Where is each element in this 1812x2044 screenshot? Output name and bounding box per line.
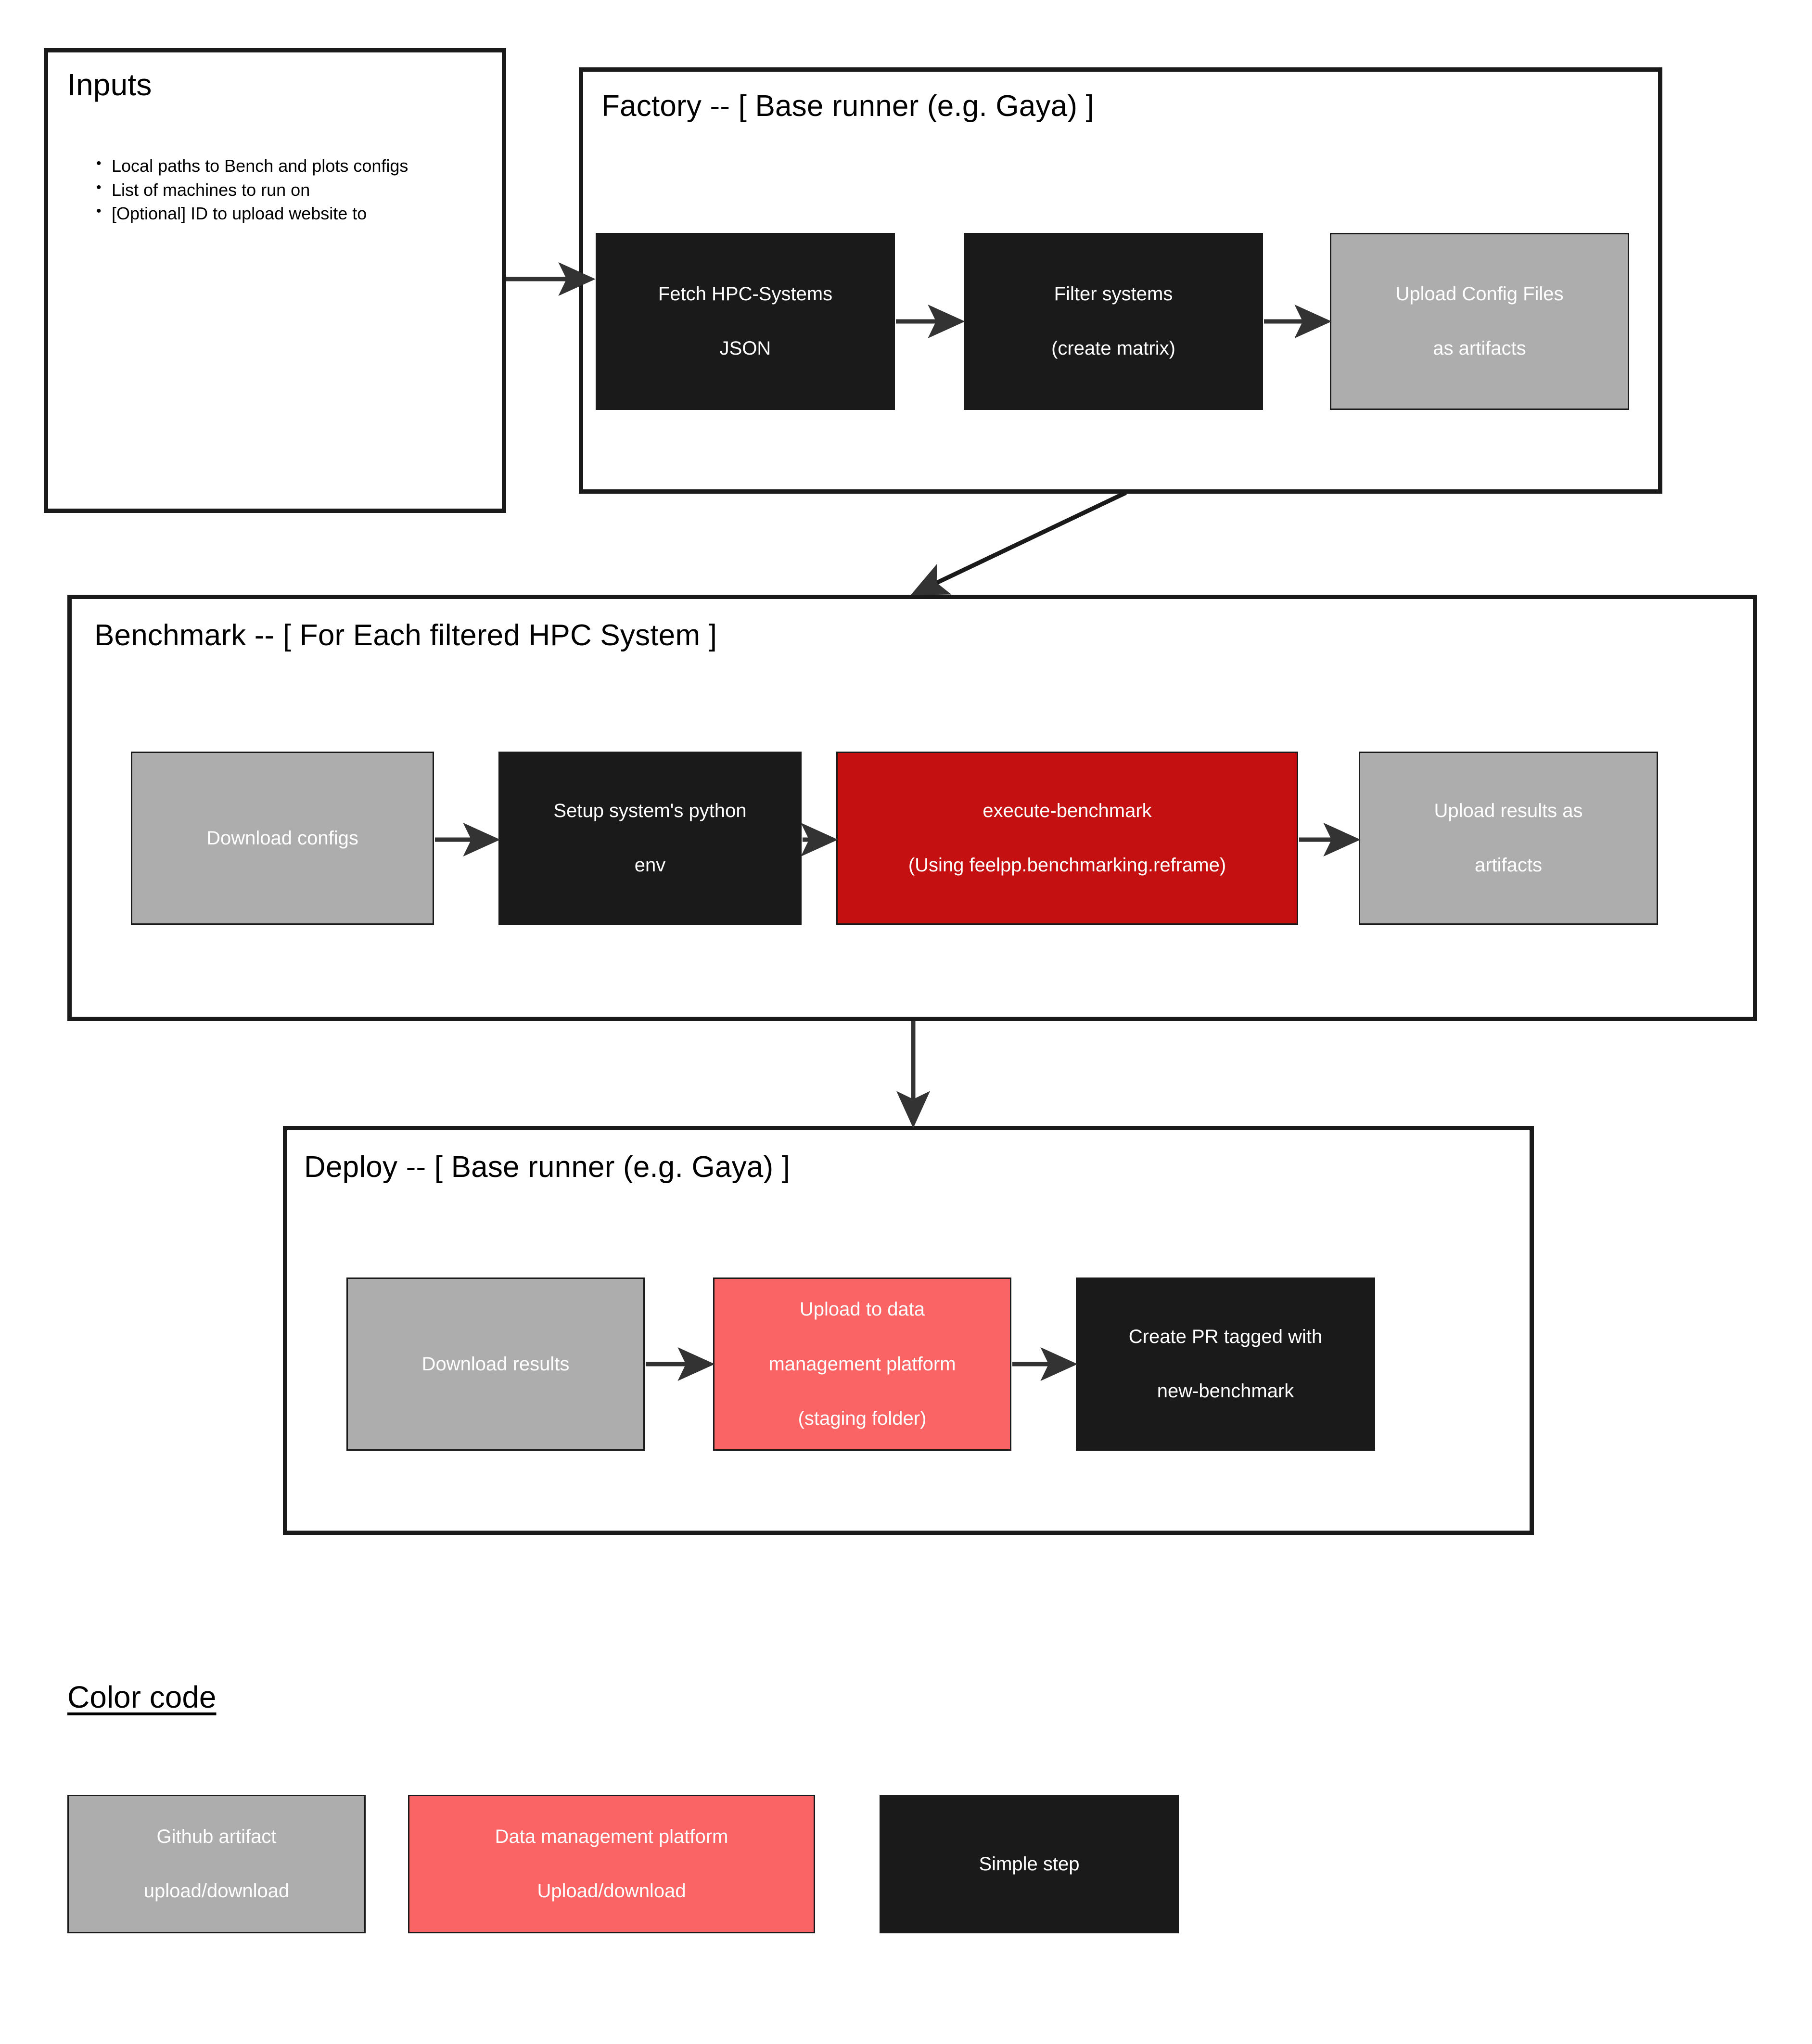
inputs-container xyxy=(44,48,506,513)
legend-swatch-data-management-platform: Data management platform Upload/download xyxy=(408,1795,815,1933)
legend-line-1: Data management platform xyxy=(495,1826,728,1847)
step-label: execute-benchmark (Using feelpp.benchmar… xyxy=(908,797,1226,879)
step-label: Download configs xyxy=(206,827,358,849)
deploy-step-create-pr[interactable]: Create PR tagged with new-benchmark xyxy=(1076,1278,1375,1451)
legend-line-1: Github artifact xyxy=(156,1826,277,1847)
step-line-2: (create matrix) xyxy=(1051,338,1175,359)
factory-title: Factory -- [ Base runner (e.g. Gaya) ] xyxy=(601,89,1095,123)
step-line-2: (Using feelpp.benchmarking.reframe) xyxy=(908,855,1226,876)
inputs-bullet-item: [Optional] ID to upload website to xyxy=(91,201,408,226)
factory-step-upload-config-files[interactable]: Upload Config Files as artifacts xyxy=(1330,233,1629,410)
inputs-title: Inputs xyxy=(67,67,152,102)
step-line-2: as artifacts xyxy=(1433,338,1526,359)
benchmark-step-download-configs[interactable]: Download configs xyxy=(131,752,434,925)
legend-label: Data management platform Upload/download xyxy=(495,1823,728,1905)
inputs-bullet-item: Local paths to Bench and plots configs xyxy=(91,153,408,178)
step-label: Upload results as artifacts xyxy=(1434,797,1582,879)
benchmark-step-setup-python-env[interactable]: Setup system's python env xyxy=(498,752,802,925)
step-label: Upload Config Files as artifacts xyxy=(1395,281,1563,362)
step-line-2: artifacts xyxy=(1474,855,1543,876)
step-line-1: Upload Config Files xyxy=(1395,283,1564,305)
deploy-title: Deploy -- [ Base runner (e.g. Gaya) ] xyxy=(304,1150,791,1184)
legend-label: Simple step xyxy=(979,1853,1080,1875)
step-label: Upload to data management platform (stag… xyxy=(768,1296,956,1432)
factory-step-filter-systems[interactable]: Filter systems (create matrix) xyxy=(964,233,1263,410)
factory-step-fetch-hpc-systems-json[interactable]: Fetch HPC-Systems JSON xyxy=(596,233,895,410)
step-label: Filter systems (create matrix) xyxy=(1051,281,1175,362)
step-line-1: Upload to data xyxy=(799,1299,925,1320)
legend-swatch-simple-step: Simple step xyxy=(880,1795,1179,1933)
legend-title: Color code xyxy=(67,1680,217,1714)
inputs-bullet-item: List of machines to run on xyxy=(91,178,408,202)
legend-line-2: upload/download xyxy=(143,1880,290,1902)
step-line-2: JSON xyxy=(719,338,771,359)
benchmark-title: Benchmark -- [ For Each filtered HPC Sys… xyxy=(94,619,717,652)
deploy-step-download-results[interactable]: Download results xyxy=(346,1278,645,1451)
deploy-step-upload-to-data-management-platform[interactable]: Upload to data management platform (stag… xyxy=(713,1278,1011,1451)
step-line-3: (staging folder) xyxy=(798,1408,927,1430)
step-label: Setup system's python env xyxy=(553,797,746,879)
step-label: Download results xyxy=(421,1353,570,1375)
step-line-1: Fetch HPC-Systems xyxy=(658,283,833,305)
step-line-2: management platform xyxy=(768,1353,956,1375)
benchmark-step-execute-benchmark[interactable]: execute-benchmark (Using feelpp.benchmar… xyxy=(836,752,1298,925)
step-line-2: env xyxy=(634,855,666,876)
step-line-1: Create PR tagged with xyxy=(1128,1326,1323,1347)
inputs-bullet-list: Local paths to Bench and plots configs L… xyxy=(91,153,408,226)
step-label: Fetch HPC-Systems JSON xyxy=(658,281,832,362)
arrow-factory-to-benchmark xyxy=(910,490,1127,596)
legend-line-2: Upload/download xyxy=(537,1880,686,1902)
step-line-1: execute-benchmark xyxy=(983,800,1152,821)
step-line-2: new-benchmark xyxy=(1157,1380,1294,1402)
step-line-1: Upload results as xyxy=(1434,800,1583,821)
step-line-1: Setup system's python xyxy=(553,800,747,821)
legend-swatch-github-artifact: Github artifact upload/download xyxy=(67,1795,366,1933)
legend-label: Github artifact upload/download xyxy=(144,1823,289,1905)
step-line-1: Filter systems xyxy=(1054,283,1173,305)
step-label: Create PR tagged with new-benchmark xyxy=(1129,1323,1322,1405)
benchmark-step-upload-results[interactable]: Upload results as artifacts xyxy=(1359,752,1658,925)
